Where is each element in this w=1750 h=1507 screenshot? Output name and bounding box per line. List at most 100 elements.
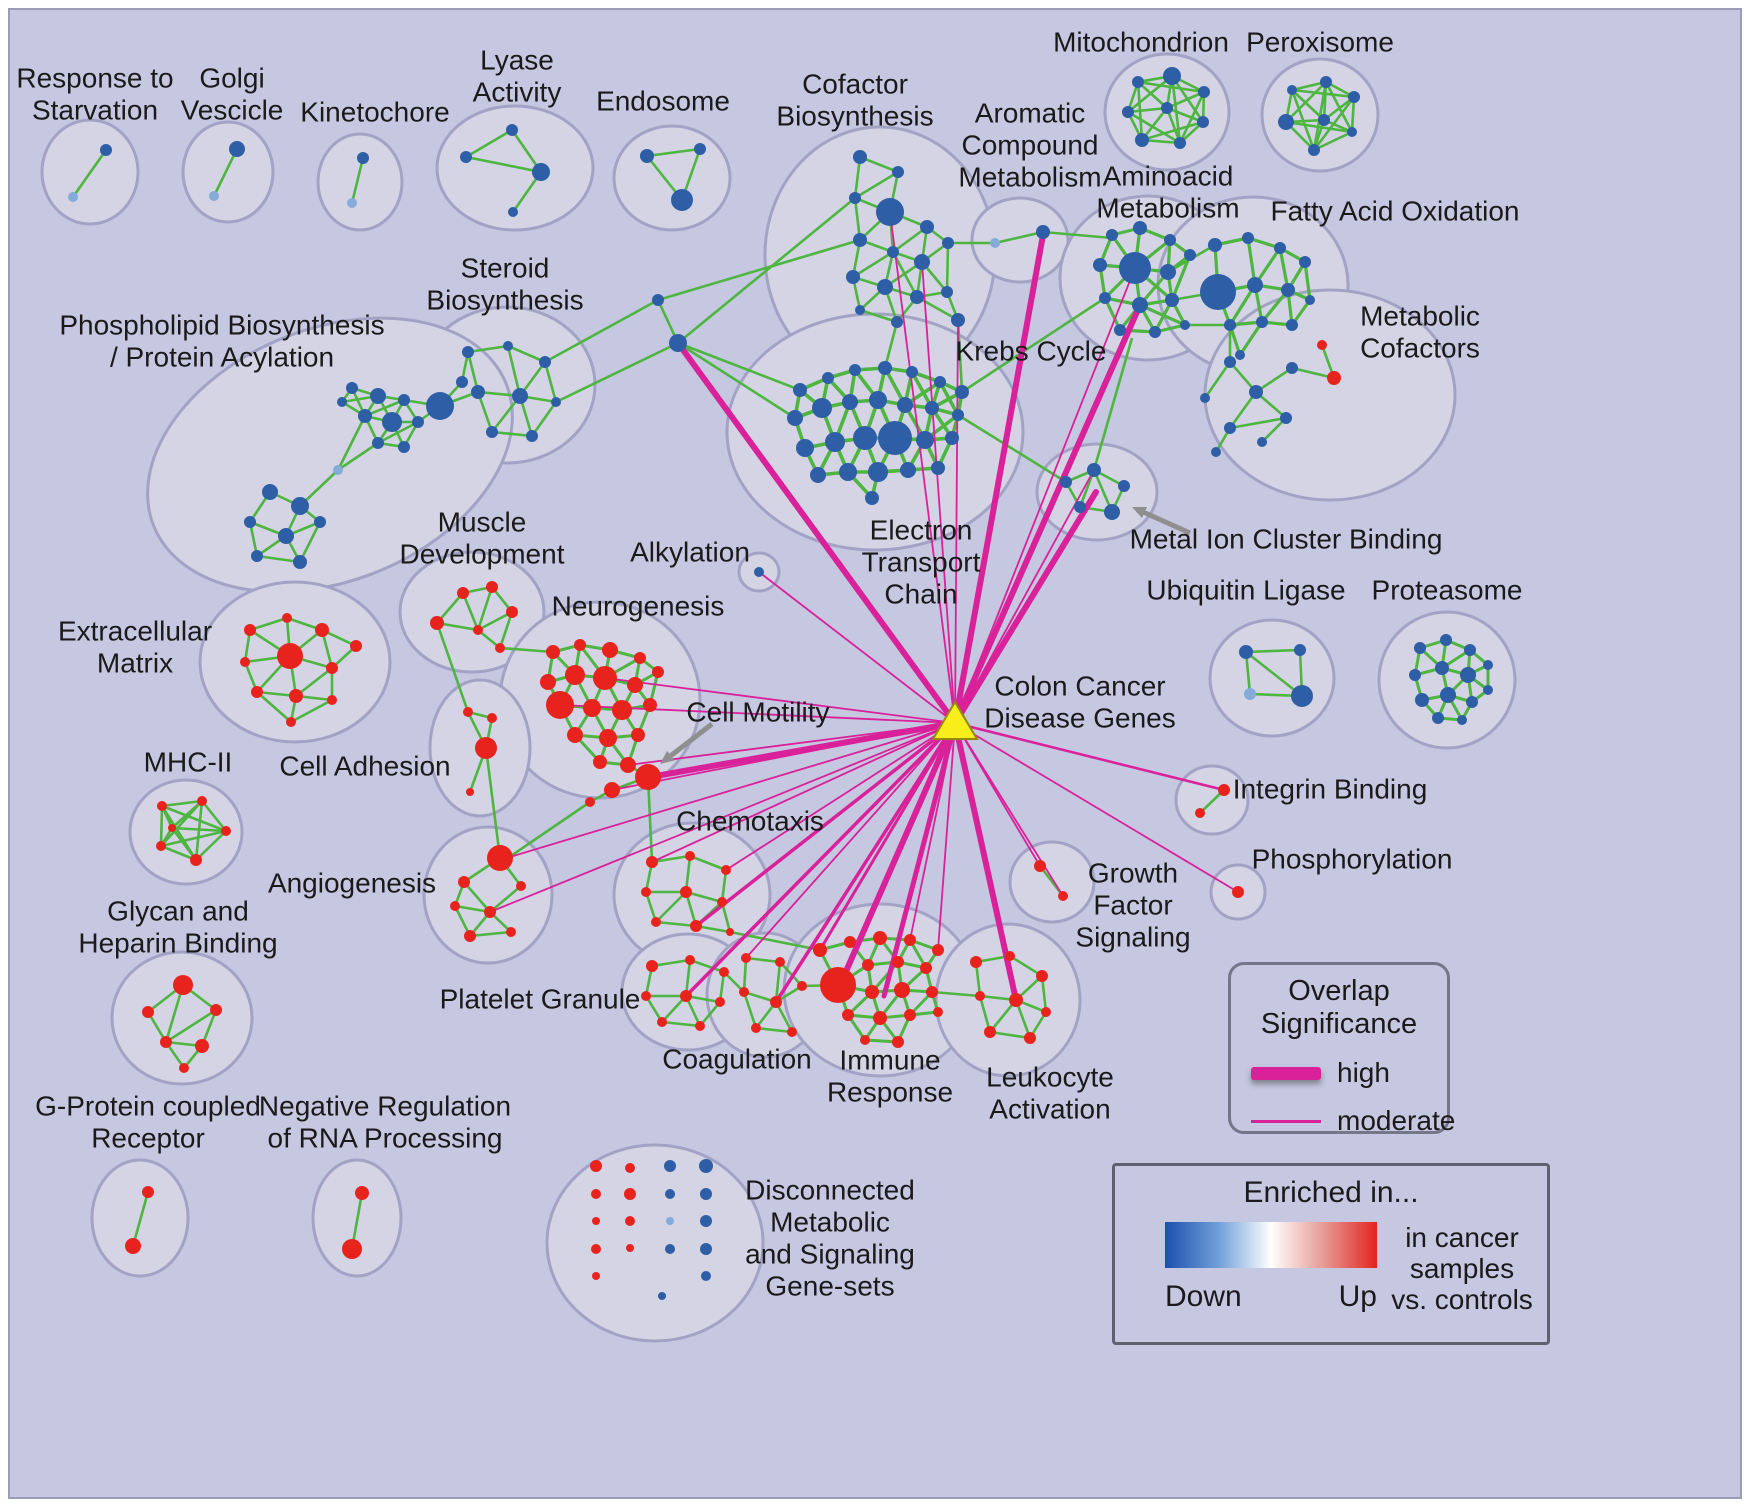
gene-set-node[interactable]	[825, 432, 845, 452]
gene-set-node[interactable]	[125, 1238, 141, 1254]
gene-set-node[interactable]	[891, 316, 903, 328]
gene-set-node[interactable]	[900, 462, 916, 478]
gene-set-node[interactable]	[1135, 133, 1149, 147]
gene-set-node[interactable]	[486, 426, 498, 438]
gene-set-node[interactable]	[1440, 634, 1452, 646]
gene-set-node[interactable]	[694, 143, 706, 155]
gene-set-node[interactable]	[1208, 238, 1222, 252]
gene-set-node[interactable]	[551, 397, 561, 407]
gene-set-node[interactable]	[1119, 252, 1151, 284]
gene-set-node[interactable]	[1286, 319, 1298, 331]
gene-set-node[interactable]	[1122, 106, 1134, 118]
gene-set-node[interactable]	[715, 997, 725, 1007]
gene-set-node[interactable]	[1257, 437, 1267, 447]
gene-set-node[interactable]	[1211, 447, 1221, 457]
gene-set-node[interactable]	[585, 797, 595, 807]
gene-set-node[interactable]	[625, 1163, 635, 1173]
gene-set-node[interactable]	[592, 1217, 600, 1225]
gene-set-node[interactable]	[1432, 712, 1444, 724]
gene-set-node[interactable]	[1244, 688, 1256, 700]
gene-set-node[interactable]	[754, 567, 764, 577]
gene-set-node[interactable]	[839, 463, 857, 481]
gene-set-node[interactable]	[1197, 116, 1209, 128]
gene-set-node[interactable]	[221, 826, 231, 836]
gene-set-node[interactable]	[842, 394, 858, 410]
gene-set-node[interactable]	[941, 286, 953, 298]
gene-set-node[interactable]	[1118, 480, 1130, 492]
gene-set-node[interactable]	[484, 906, 496, 918]
gene-set-node[interactable]	[627, 677, 643, 693]
gene-set-node[interactable]	[970, 956, 982, 968]
gene-set-node[interactable]	[277, 643, 303, 669]
gene-set-node[interactable]	[775, 957, 785, 967]
gene-set-node[interactable]	[209, 191, 219, 201]
gene-set-node[interactable]	[1457, 715, 1467, 725]
gene-set-node[interactable]	[1036, 970, 1048, 982]
gene-set-node[interactable]	[142, 1006, 154, 1018]
gene-set-node[interactable]	[892, 166, 904, 178]
gene-set-node[interactable]	[646, 856, 658, 868]
gene-set-node[interactable]	[873, 931, 887, 945]
gene-set-node[interactable]	[506, 124, 518, 136]
gene-set-node[interactable]	[876, 198, 904, 226]
gene-set-node[interactable]	[190, 854, 202, 866]
gene-set-node[interactable]	[370, 388, 386, 404]
gene-set-node[interactable]	[1256, 316, 1268, 328]
gene-set-node[interactable]	[503, 341, 513, 351]
gene-set-node[interactable]	[741, 953, 751, 963]
gene-set-node[interactable]	[865, 491, 879, 505]
gene-set-node[interactable]	[1165, 293, 1179, 307]
gene-set-node[interactable]	[787, 1027, 797, 1037]
gene-set-node[interactable]	[327, 695, 337, 705]
gene-set-node[interactable]	[412, 416, 424, 428]
gene-set-node[interactable]	[640, 149, 654, 163]
gene-set-node[interactable]	[1460, 667, 1476, 683]
gene-set-node[interactable]	[844, 936, 856, 948]
gene-set-node[interactable]	[1287, 85, 1297, 95]
gene-set-node[interactable]	[244, 516, 256, 528]
gene-set-node[interactable]	[651, 917, 661, 927]
gene-set-node[interactable]	[567, 727, 583, 743]
gene-set-node[interactable]	[820, 967, 856, 1003]
gene-set-node[interactable]	[1483, 685, 1493, 695]
gene-set-node[interactable]	[456, 376, 468, 388]
gene-set-node[interactable]	[173, 975, 193, 995]
gene-set-node[interactable]	[701, 1271, 711, 1281]
gene-set-node[interactable]	[699, 1159, 713, 1173]
gene-set-node[interactable]	[853, 233, 867, 247]
gene-set-node[interactable]	[652, 666, 664, 678]
gene-set-node[interactable]	[346, 382, 358, 394]
gene-set-node[interactable]	[244, 624, 256, 636]
gene-set-node[interactable]	[251, 550, 263, 562]
gene-set-node[interactable]	[1184, 249, 1196, 261]
gene-set-node[interactable]	[1483, 660, 1493, 670]
gene-set-node[interactable]	[430, 616, 444, 630]
gene-set-node[interactable]	[685, 851, 695, 861]
gene-set-node[interactable]	[462, 346, 474, 358]
gene-set-node[interactable]	[526, 430, 538, 442]
gene-set-node[interactable]	[942, 237, 954, 249]
gene-set-node[interactable]	[1440, 687, 1456, 703]
gene-set-node[interactable]	[540, 674, 556, 690]
gene-set-node[interactable]	[1132, 76, 1144, 88]
gene-set-node[interactable]	[602, 642, 618, 658]
gene-set-node[interactable]	[592, 1272, 600, 1280]
gene-set-node[interactable]	[892, 956, 904, 968]
gene-set-node[interactable]	[1235, 350, 1245, 360]
gene-set-node[interactable]	[398, 394, 410, 406]
gene-set-node[interactable]	[506, 606, 518, 618]
gene-set-node[interactable]	[315, 623, 329, 637]
gene-set-node[interactable]	[860, 1035, 870, 1045]
gene-set-node[interactable]	[593, 755, 607, 769]
gene-set-node[interactable]	[925, 401, 939, 415]
gene-set-node[interactable]	[695, 1021, 705, 1031]
gene-set-node[interactable]	[865, 985, 879, 999]
gene-set-node[interactable]	[952, 409, 964, 421]
gene-set-node[interactable]	[793, 383, 807, 397]
gene-set-node[interactable]	[1200, 393, 1210, 403]
gene-set-node[interactable]	[1327, 371, 1341, 385]
gene-set-node[interactable]	[690, 920, 702, 932]
gene-set-node[interactable]	[1249, 385, 1263, 399]
gene-set-node[interactable]	[590, 1160, 602, 1172]
gene-set-node[interactable]	[869, 391, 887, 409]
